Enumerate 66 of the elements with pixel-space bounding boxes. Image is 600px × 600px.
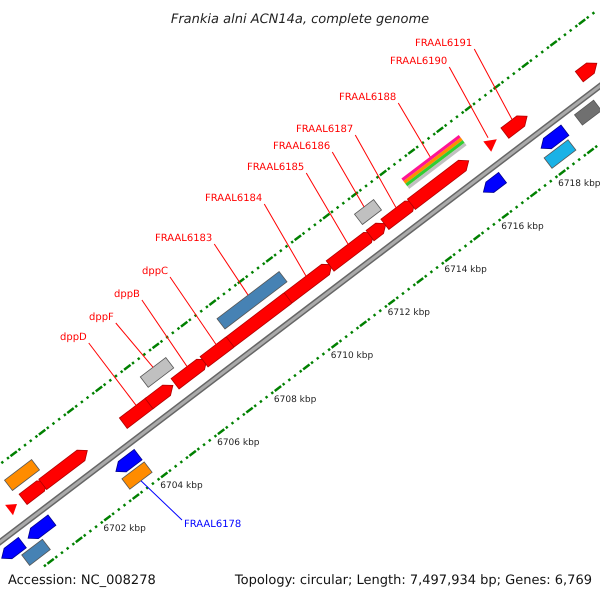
leader-line (474, 48, 513, 120)
gene-block (540, 124, 570, 150)
gene-label: FRAAL6185 (247, 162, 304, 173)
gene-block (170, 358, 208, 390)
leader-line (141, 300, 188, 368)
leader-line (354, 134, 397, 208)
gene-block (28, 514, 56, 539)
leader-line (170, 276, 217, 345)
gene-label: FRAAL6187 (296, 124, 354, 135)
gene-block (500, 116, 528, 139)
gene-label: FRAAL6191 (415, 38, 472, 49)
gene-label: FRAAL6188 (339, 92, 396, 103)
scale-label: 6704 kbp (160, 482, 203, 492)
scale-label: 6706 kbp (217, 438, 260, 449)
gene-block (326, 232, 374, 272)
gene-block (144, 384, 174, 410)
gene-block (121, 461, 153, 490)
gene-marker (5, 504, 17, 516)
leader-line (140, 480, 182, 520)
scale-label: 6710 kbp (330, 352, 374, 362)
gene-label: FRAAL6178 (184, 519, 242, 530)
gene-block (380, 200, 416, 230)
gene-block (366, 222, 386, 242)
leader-line (448, 66, 489, 138)
gene-label: FRAAL6186 (273, 141, 330, 152)
leader-line (264, 204, 307, 277)
leader-line (88, 342, 137, 406)
leader-line (332, 152, 365, 208)
gene-block (21, 538, 51, 566)
gene-label: dppD (60, 332, 87, 343)
scale-label: 6712 kbp (388, 309, 430, 320)
gene-label: FRAAL6183 (155, 233, 212, 244)
gene-label: dppB (114, 289, 140, 300)
gene-marker (483, 139, 497, 152)
gene-block (482, 172, 508, 193)
scale-label: 6718 kbp (558, 180, 600, 190)
scale-label: 6716 kbp (501, 222, 544, 233)
accession-text: Accession: NC_008278 (8, 574, 156, 588)
domain-bar-drawing (401, 135, 467, 189)
gene-label: dppC (142, 266, 168, 277)
scale-label: 6714 kbp (444, 266, 487, 276)
leader-line (398, 102, 431, 158)
genome-stats-text: Topology: circular; Length: 7,497,934 bp; Genes: 6,769 (234, 574, 592, 588)
gene-block (544, 139, 576, 169)
gene-block (226, 292, 294, 348)
gene-label: FRAAL6190 (390, 56, 448, 67)
leader-line (214, 244, 249, 296)
scale-label: 6702 kbp (103, 525, 146, 535)
gene-label: FRAAL6184 (205, 193, 262, 204)
gene-block (115, 448, 143, 472)
gene-block (284, 264, 332, 304)
gene-block (574, 100, 600, 126)
chart-title: Frankia alni ACN14a, complete genome (170, 12, 430, 27)
gene-block (354, 199, 382, 226)
gene-label: dppF (89, 312, 114, 323)
gene-block (406, 160, 470, 210)
gene-block (1, 536, 27, 560)
gene-block (574, 62, 598, 82)
gene-block (18, 480, 48, 506)
leader-line (115, 322, 154, 368)
gene-block (4, 459, 40, 492)
gene-block (216, 270, 288, 330)
scale-label: 6708 kbp (274, 396, 316, 406)
gene-block (140, 357, 174, 388)
gene-block (38, 450, 88, 490)
leader-line (306, 172, 349, 245)
